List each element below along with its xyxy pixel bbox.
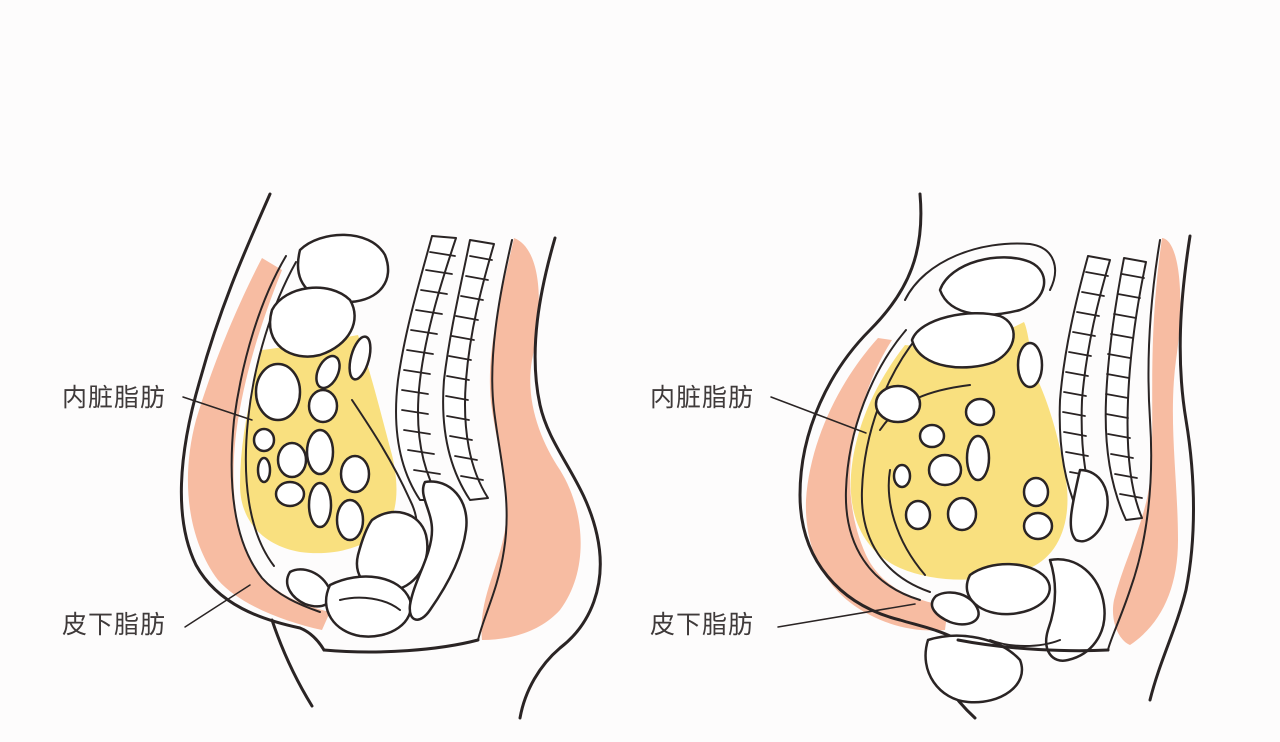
right-abdomen-figure — [770, 192, 1195, 720]
left-abdomen-figure — [179, 192, 602, 720]
right-bottom-line — [956, 638, 1110, 653]
left-pelvic-organs — [285, 480, 468, 638]
right-liver — [910, 312, 1015, 369]
left-spine-segments — [401, 251, 493, 481]
right-pelvic-loop-line — [989, 639, 1061, 647]
right-subcutaneous-leader — [777, 603, 916, 628]
left-back-body-outline — [518, 236, 602, 720]
left-front-subcutaneous-fat — [187, 258, 330, 630]
left-pelvic-loop-line — [339, 596, 401, 611]
right-subcutaneous-fat-label: 皮下脂肪 — [650, 610, 755, 639]
right-abdominal-wall — [844, 329, 921, 601]
right-pelvic-organs — [924, 468, 1109, 704]
right-front-body-outline — [798, 192, 960, 642]
left-back-inner-line — [477, 239, 513, 641]
left-lower-front-line — [270, 618, 314, 708]
left-bottom-line — [322, 638, 480, 654]
right-intestines — [874, 341, 1054, 541]
right-visceral-leader — [770, 396, 867, 434]
left-subcutaneous-leader — [184, 584, 251, 628]
left-spine — [395, 235, 495, 501]
left-visceral-leader — [182, 396, 253, 421]
left-back-subcutaneous-fat — [481, 238, 581, 640]
right-stomach — [938, 256, 1046, 316]
right-back-body-outline — [1148, 234, 1195, 702]
left-intestines — [252, 335, 372, 542]
right-back-inner-line — [1107, 239, 1161, 651]
right-back-subcutaneous-fat — [1112, 238, 1181, 645]
left-visceral-fat-label: 内脏脂肪 — [62, 383, 167, 412]
left-abdominal-wall — [230, 255, 321, 613]
left-front-body-outline — [179, 192, 326, 652]
right-abdominal-wall-inner — [860, 335, 931, 593]
left-liver — [268, 286, 356, 358]
right-upper-outline — [904, 242, 1057, 301]
right-front-subcutaneous-fat — [805, 338, 948, 631]
right-visceral-fat-label: 内脏脂肪 — [650, 383, 755, 412]
left-subcutaneous-fat-label: 皮下脂肪 — [62, 610, 167, 639]
